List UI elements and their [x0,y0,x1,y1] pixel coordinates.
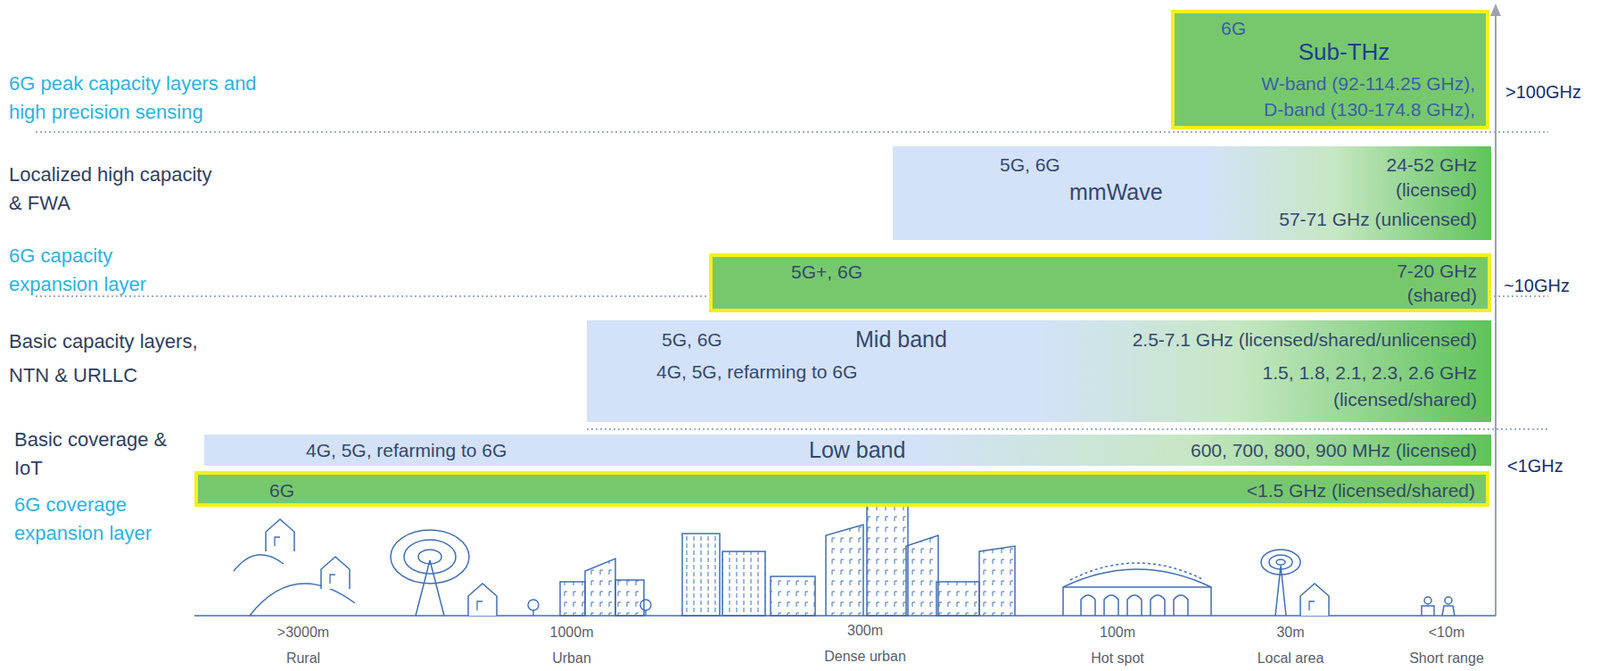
layer-label: 6G capacity expansion layer [8,241,147,299]
band-text: Mid band [855,325,948,353]
band-text: 5G, 6G [999,153,1061,176]
band-text: <1.5 GHz (licensed/shared) [1246,478,1476,502]
band-text: Low band [808,436,906,463]
band-text: 600, 700, 800, 900 MHz (licensed) [1190,438,1477,462]
frequency-label: <1GHz [1507,454,1564,477]
area-label: Short range [1409,649,1485,667]
low-band: 4G, 5G, refarming to 6G Low band 600, 700,… [204,434,1492,466]
band-text: Sub-THz [1298,38,1391,66]
band-text: 4G, 5G, refarming to 6G [656,360,858,383]
distance-label: 30m [1276,623,1304,641]
layer-label: Localized high capacity & FWA [8,160,212,218]
frequency-label: >100GHz [1505,81,1582,103]
separator [35,131,1549,429]
mmwave-band: 5G, 6G mmWave 24-52 GHz (licensed) 57-71 GH… [892,146,1492,240]
band-text: 2.5-7.1 GHz (licensed/shared/unlicensed) [1132,328,1477,351]
area-label: Rural [286,649,321,667]
band-text: mmWave [1069,178,1163,206]
distance-label: 300m [847,621,883,639]
area-label: Urban [552,649,592,667]
band-text: 4G, 5G, refarming to 6G [305,438,507,462]
area-label: Hot spot [1090,649,1145,667]
distance-label: <10m [1428,623,1465,641]
layer-label: Basic coverage & IoT [14,425,167,483]
band-text: 24-52 GHz (licensed) [1385,152,1477,203]
area-label: Local area [1257,649,1325,667]
layer-label: 6G peak capacity layers and high precisi… [8,69,257,127]
layer-label: Basic capacity layers, NTN & URLLC [8,324,198,393]
band-text: 5G+, 6G [791,260,863,283]
distance-label: >3000m [277,623,330,641]
layer-label: 6G coverage expansion layer [14,490,152,548]
frequency-axis [1490,3,1502,616]
mid-band: 5G, 6G Mid band 2.5-7.1 GHz (licensed/shar… [586,320,1492,422]
band-text: W-band (92-114.25 GHz), D-band (130-174.… [1261,70,1476,123]
distance-label: 1000m [550,623,594,641]
band-text: 6G [269,478,295,502]
band-text: 1.5, 1.8, 2.1, 2.3, 2.6 GHz (licensed/sh… [1262,359,1477,413]
capacity-expansion-band: 5G+, 6G 7-20 GHz (shared) [709,253,1492,313]
band-text: 57-71 GHz (unlicensed) [1278,207,1477,231]
frequency-label: ~10GHz [1503,274,1570,297]
band-text: 7-20 GHz (shared) [1396,258,1477,307]
coverage-expansion-band: 6G <1.5 GHz (licensed/shared) [194,470,1490,507]
band-text: 6G [1220,16,1246,40]
sub-thz-band: 6G Sub-THzW-band (92-114.25 GHz), D-band … [1171,9,1490,130]
band-text: 5G, 6G [661,328,723,351]
area-label: Dense urban [824,647,907,665]
distance-label: 100m [1099,623,1136,641]
skyline [194,494,1496,616]
